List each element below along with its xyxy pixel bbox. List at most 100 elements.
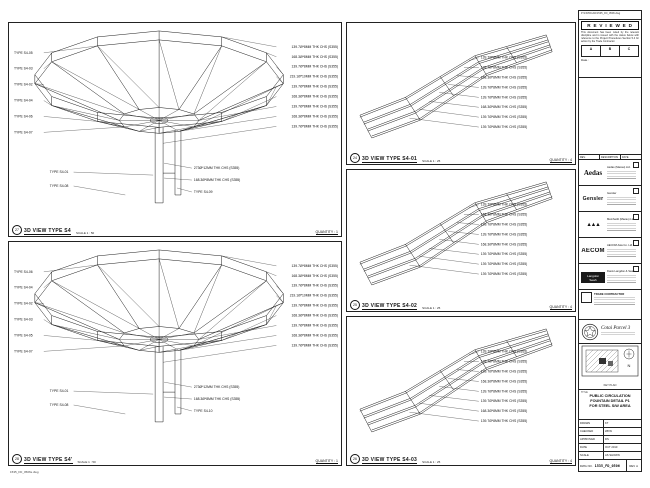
view-scale: SCALE 1 : 25 (422, 460, 441, 464)
view-footer: 24 3D VIEW TYPE S4-01 SCALE 1 : 25 QUANT… (350, 153, 572, 163)
checkbox (633, 162, 639, 168)
member-label: 168.3Ø*8MM THK CHS (S355) (481, 409, 527, 413)
drawing-number-row: DWG NO. 1535_FD_0506 REV A (579, 460, 641, 471)
member-label: 168.3Ø*8MM THK CHS (S355) (292, 274, 338, 278)
view-footer: 28 3D VIEW TYPE S4' SCALE 1 : 50 QUANTIT… (12, 454, 338, 464)
title-block: P:\1535\CAD\1535_FD_0506.dwg R E V I E W… (578, 10, 642, 472)
member-label: TYPE S4-06 (14, 270, 33, 274)
consultant-meinhardt: ▲▲▲ Meinhardt (Macau) Ltd. (579, 212, 641, 238)
member-label: 139.7Ø*8MM THK CHS (S355) (481, 95, 527, 99)
reviewed-body: This document has been noted by the rele… (581, 31, 639, 44)
member-label: TYPE S4-04 (14, 99, 33, 103)
member-label: 139.7Ø*8MM THK CHS (S355) (292, 323, 338, 327)
key-plan-caption: KEY PLAN (603, 384, 617, 387)
member-label: 168.3Ø*8MM THK CHS (S355) (292, 333, 338, 337)
rev-col-header: DATE (622, 155, 629, 159)
contractor-logo (581, 292, 592, 303)
detail-bubble: 26 (350, 454, 360, 464)
member-label: TYPE S4-02 (14, 83, 33, 87)
member-label: 168.3Ø*8MM THK CHS (S355) (481, 242, 527, 246)
view-title: 3D VIEW TYPE S4 (24, 227, 72, 235)
field-label: DRAWN (579, 420, 604, 427)
consultant-name: AECOM Asia Co. Ltd. (607, 244, 633, 248)
member-label: 168.3Ø*8MM THK CHS (S355) (292, 55, 338, 59)
view-title: 3D VIEW TYPE S4-01 (362, 155, 418, 163)
view-footer: 27 3D VIEW TYPE S4 SCALE 1 : 50 QUANTITY… (12, 225, 338, 235)
member-label: 273Ø*12MM THK CHS (S355) (194, 385, 239, 389)
member-label: 273Ø*12MM THK CHS (S355) (194, 166, 239, 170)
member-label: 139.7Ø*8MM THK CHS (S355) (292, 284, 338, 288)
member-label: 139.7Ø*8MM THK CHS (S355) (292, 85, 338, 89)
review-status-columns: A B C (581, 44, 639, 57)
file-plot-stamp: 1535_FD_0506s.dwg (10, 470, 39, 474)
member-label: TYPE S4-01 (50, 170, 69, 174)
view-title: 3D VIEW TYPE S4' (24, 456, 73, 464)
field-label: SCALE (579, 452, 604, 459)
contractor-label: TRADE CONTRACTOR (594, 292, 625, 296)
review-date-label: Date : (581, 57, 590, 62)
canopy-wireframe: TYPE S4-05 TYPE S4-03 TYPE S4-02 TYPE S4… (14, 30, 338, 204)
member-label: 168.3Ø*8MM THK CHS (S355) (481, 105, 527, 109)
field-value: DS (605, 438, 609, 441)
view-title: 3D VIEW TYPE S4-02 (362, 302, 418, 310)
address-text-lines (594, 297, 635, 305)
member-label: 168.3Ø*8MM THK CHS (S355) (292, 114, 338, 118)
key-plan-block: N KEY PLAN (579, 344, 641, 390)
view-quantity: QUANTITY : 4 (549, 158, 572, 163)
member-label: TYPE S4-08 (50, 403, 69, 407)
member-label: TYPE S4-07 (14, 349, 33, 353)
member-label: TYPE S4-10 (194, 409, 213, 413)
member-label: 139.7Ø*8MM THK CHS (S355) (481, 203, 527, 207)
address-text-lines (607, 170, 636, 179)
member-label: 139.7Ø*8MM THK CHS (S355) (292, 264, 338, 268)
project-text-lines (601, 332, 636, 337)
project-seal-icon (581, 323, 599, 340)
rev-col-header: REV. (579, 155, 600, 159)
drawing-title-line: FOUNTAIN DETAIL P1 (590, 398, 630, 403)
member-label: 168.3Ø*8MM THK CHS (S355) (194, 397, 240, 401)
consultant-name: Davis Langdon & Seah (607, 270, 635, 274)
field-value: AS SHOWN (605, 454, 620, 457)
member-label: 168.3Ø*8MM THK CHS (S355) (292, 95, 338, 99)
member-label: TYPE S4-05 (14, 51, 33, 55)
view-quantity: QUANTITY : 4 (549, 305, 572, 310)
detail-bubble: 24 (350, 153, 360, 163)
contractor-block: TRADE CONTRACTOR (579, 290, 641, 320)
view-quantity: QUANTITY : 1 (315, 230, 338, 235)
member-label: TYPE S4-03 (14, 67, 33, 71)
beam-wireframe: 139.7Ø*8MM THK CHS (S355) 168.3Ø*8MM THK… (359, 181, 553, 286)
member-label: 139.7Ø*8MM THK CHS (S355) (292, 45, 338, 49)
beam-wireframe: 139.7Ø*8MM THK CHS (S355) 139.7Ø*8MM THK… (359, 328, 553, 433)
address-text-lines (607, 222, 636, 231)
view-scale: SCALE 1 : 50 (77, 460, 96, 464)
member-label: 139.7Ø*8MM THK CHS (S355) (292, 65, 338, 69)
member-label: 219.1Ø*10MM THK CHS (S355) (290, 294, 338, 298)
member-label: 139.7Ø*8MM THK CHS (S355) (481, 419, 527, 423)
revision-block: REV. DESCRIPTION DATE (579, 78, 641, 160)
revision-header-row: REV. DESCRIPTION DATE (579, 154, 641, 159)
member-label: TYPE S4-04 (14, 286, 33, 290)
member-label: 139.7Ø*8MM THK CHS (S355) (292, 304, 338, 308)
status-col-c: C (627, 46, 631, 51)
consultant-name: Gensler (607, 192, 617, 196)
field-value: WKW (605, 430, 612, 433)
member-label: 139.7Ø*8MM THK CHS (S355) (481, 223, 527, 227)
viewport-type-s4-01: 139.7Ø*8MM THK CHS (S355) 139.7Ø*8MM THK… (346, 22, 576, 165)
field-label: DATE (579, 444, 604, 451)
field-value: OCT 2010 (605, 446, 618, 449)
member-label: 139.7Ø*8MM THK CHS (S355) (481, 360, 527, 364)
reviewed-title: R E V I E W E D (581, 21, 639, 30)
member-label: TYPE S4-09 (194, 190, 213, 194)
canopy-wireframe: TYPE S4-06 TYPE S4-04 TYPE S4-02 TYPE S4… (14, 249, 338, 423)
dwg-no-value: 1535_FD_0506 (594, 463, 620, 468)
address-text-lines (607, 196, 636, 205)
view-scale: SCALE 1 : 25 (422, 306, 441, 310)
member-label: 139.7Ø*8MM THK CHS (S355) (481, 66, 527, 70)
gensler-logo: Gensler (582, 195, 604, 202)
member-label: TYPE S4-02 (14, 302, 33, 306)
address-text-lines (607, 274, 636, 283)
consultant-name: Aedas (Macau) Ltd. (607, 166, 631, 170)
member-label: TYPE S4-07 (14, 130, 33, 134)
status-col-b: B (601, 45, 620, 56)
